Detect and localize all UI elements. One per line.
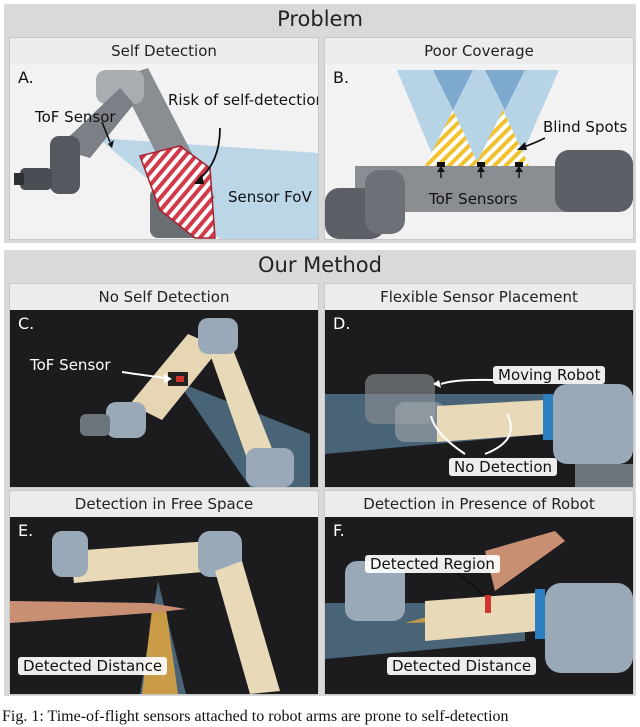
panel-presence-of-robot: Detection in Presence of Robot F. Detect… bbox=[324, 490, 634, 695]
panel-b-title: Poor Coverage bbox=[325, 38, 633, 64]
robot-arm-self-detection-illustration bbox=[14, 68, 318, 239]
panel-poor-coverage: Poor Coverage B. bbox=[324, 37, 634, 240]
moving-robot-label: Moving Robot bbox=[493, 366, 606, 384]
sensor-fov-label: Sensor FoV bbox=[228, 188, 312, 206]
detected-distance-f-label: Detected Distance bbox=[387, 657, 537, 675]
panel-flexible-placement: Flexible Sensor Placement D. Moving Robo… bbox=[324, 283, 634, 488]
panel-free-space: Detection in Free Space E. Detected Dist… bbox=[9, 490, 319, 695]
detected-distance-e-label: Detected Distance bbox=[18, 657, 168, 675]
panel-self-detection: Self Detection A. bbox=[9, 37, 319, 240]
problem-title: Problem bbox=[277, 7, 363, 31]
panel-e-title: Detection in Free Space bbox=[10, 491, 318, 517]
panel-no-self-detection: No Self Detection C. ToF Sensor bbox=[9, 283, 319, 488]
risk-label: Risk of self-detection bbox=[168, 91, 319, 109]
detected-region-label: Detected Region bbox=[365, 555, 500, 573]
panel-f-title: Detection in Presence of Robot bbox=[325, 491, 633, 517]
tof-sensor-label: ToF Sensor bbox=[35, 108, 116, 126]
panel-d-letter: D. bbox=[333, 314, 351, 333]
panel-f-letter: F. bbox=[333, 521, 345, 540]
panel-c-title: No Self Detection bbox=[10, 284, 318, 310]
panel-c-letter: C. bbox=[18, 314, 35, 333]
method-section: Our Method No Self Detection C. ToF Sens… bbox=[4, 250, 636, 696]
figure-caption: Fig. 1: Time-of-flight sensors attached … bbox=[2, 708, 509, 725]
no-self-detection-photo bbox=[10, 310, 318, 487]
poor-coverage-illustration bbox=[325, 70, 633, 239]
panel-a-title: Self Detection bbox=[10, 38, 318, 64]
method-title: Our Method bbox=[258, 253, 382, 277]
tof-sensors-label: ToF Sensors bbox=[429, 190, 518, 208]
blind-spots-label: Blind Spots bbox=[543, 118, 628, 136]
tof-sensor-c-label: ToF Sensor bbox=[30, 356, 111, 374]
problem-section: Problem Self Detection A. bbox=[4, 4, 636, 243]
panel-d-title: Flexible Sensor Placement bbox=[325, 284, 633, 310]
panel-a-letter: A. bbox=[18, 68, 34, 87]
flexible-placement-photo bbox=[325, 310, 633, 487]
no-detection-label: No Detection bbox=[449, 458, 558, 476]
panel-b-letter: B. bbox=[333, 68, 350, 87]
panel-e-letter: E. bbox=[18, 521, 34, 540]
